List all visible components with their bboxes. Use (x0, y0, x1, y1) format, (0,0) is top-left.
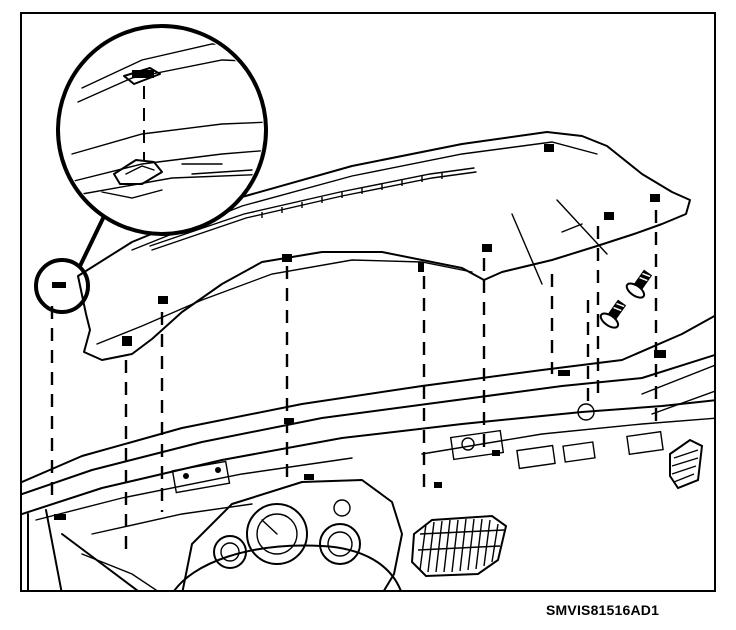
diagram-frame (20, 12, 716, 592)
dash-pad-exploded-view (22, 24, 714, 590)
alignment-lines (50, 210, 658, 554)
detail-locator-circle (34, 258, 90, 314)
screw-upper (625, 269, 653, 299)
instrument-panel (22, 315, 714, 590)
screw-lower (599, 299, 627, 329)
detail-magnified-view (56, 24, 268, 236)
figure-reference-code: SMVIS81516AD1 (546, 602, 660, 618)
